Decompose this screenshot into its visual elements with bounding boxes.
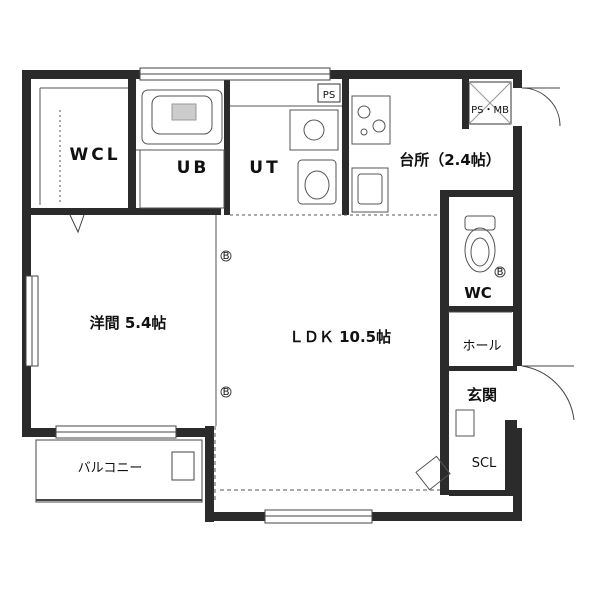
wall-left <box>22 70 31 436</box>
wall-bottom-right <box>372 512 522 521</box>
doors <box>69 87 575 421</box>
wall-scl-right <box>505 420 517 496</box>
outlet-marks: B B B <box>220 250 506 398</box>
outdoor-unit <box>171 451 195 481</box>
wall-bottom-left <box>205 512 265 521</box>
wall-room-top <box>31 208 221 215</box>
wall-right-bottom <box>513 428 522 520</box>
ldk-details <box>415 409 475 491</box>
wall-wc-bottom <box>449 306 517 312</box>
label-wcl: WCL <box>69 145 120 165</box>
label-scl: SCL <box>472 456 497 471</box>
b-mark-3: B <box>497 267 504 278</box>
room-labels: WCL UB UT PS PS・MB 台所（2.4帖） 洋間 5.4帖 ＬＤＫ … <box>69 90 509 476</box>
door-arc-psmb <box>521 87 561 127</box>
windows <box>25 67 373 524</box>
toilet <box>464 215 496 273</box>
label-western-room: 洋間 5.4帖 <box>90 314 167 332</box>
washbasin <box>297 159 337 205</box>
shoe-box <box>455 409 475 437</box>
label-ub: UB <box>177 158 210 178</box>
wall-ub-ut <box>224 79 230 215</box>
b-mark-2: B <box>223 387 230 398</box>
utility-shafts <box>317 81 512 125</box>
stove <box>351 95 391 145</box>
label-entrance: 玄関 <box>467 386 497 404</box>
wall-wcl-ub <box>128 79 136 214</box>
label-kitchen: 台所（2.4帖） <box>399 151 501 169</box>
wall-psmb-left <box>462 79 469 129</box>
label-psmb: PS・MB <box>471 105 509 116</box>
ps-box <box>317 83 341 103</box>
wall-right-mid <box>513 126 522 366</box>
door-arc-entrance <box>521 365 575 421</box>
label-ps: PS <box>323 90 335 101</box>
wall-scl-bottom <box>449 490 519 496</box>
label-hall: ホール <box>462 339 501 354</box>
door-wcl <box>69 214 85 234</box>
wall-ldk-left <box>205 426 214 522</box>
label-ut: UT <box>249 158 280 178</box>
shower-area <box>139 149 225 209</box>
balcony <box>35 439 203 503</box>
bath-fixtures <box>139 89 339 209</box>
label-wc: WC <box>464 284 492 302</box>
wall-wc-top <box>449 190 517 197</box>
kitchen-fixtures <box>351 95 391 213</box>
b-mark-1: B <box>223 251 230 262</box>
wall-right-top <box>513 70 522 88</box>
label-balcony: バルコニー <box>78 461 143 476</box>
balcony-outline <box>35 439 203 503</box>
interior-walls <box>31 79 519 496</box>
wall-hall-bottom <box>449 366 517 371</box>
washing-machine <box>289 109 339 151</box>
kitchen-sink <box>351 167 389 213</box>
wall-wc-left <box>440 190 449 495</box>
label-ldk: ＬＤＫ 10.5帖 <box>289 328 391 346</box>
bathtub <box>141 89 223 145</box>
wall-ut-kitchen <box>342 79 349 215</box>
